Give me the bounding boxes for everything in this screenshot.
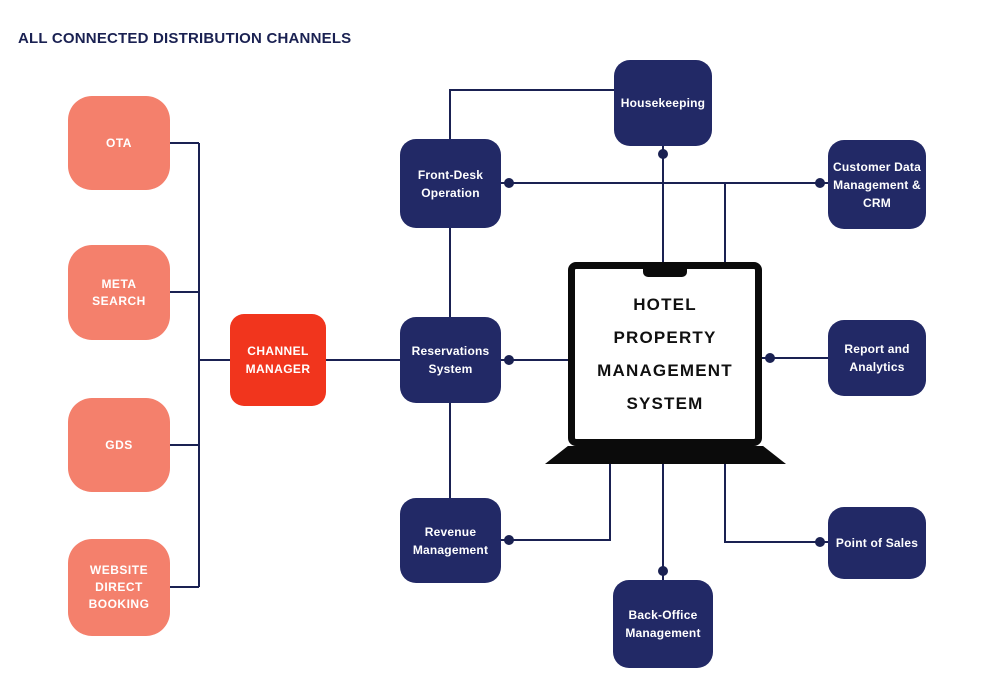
dot-backoffice (658, 566, 668, 576)
junction-dots (504, 149, 825, 576)
node-channel-manager-label: CHANNEL MANAGER (245, 344, 311, 376)
node-meta-search: META SEARCH (68, 245, 170, 340)
dot-reports (765, 353, 775, 363)
dot-revenue (504, 535, 514, 545)
node-report-analytics: Report and Analytics (828, 320, 926, 396)
node-housekeeping: Housekeeping (614, 60, 712, 146)
node-front-desk-operation-label: Front-Desk Operation (417, 167, 484, 200)
page-title: ALL CONNECTED DISTRIBUTION CHANNELS (18, 30, 352, 47)
dot-housekeeping (658, 149, 668, 159)
pms-title-line1: HOTEL (633, 295, 697, 314)
node-point-of-sales-label: Point of Sales (835, 536, 919, 550)
laptop-camera-notch (643, 269, 687, 277)
line-pos-laptop (724, 463, 828, 543)
line-revenue-laptop (501, 463, 611, 541)
node-front-desk-operation: Front-Desk Operation (400, 139, 501, 228)
node-revenue-management-label: Revenue Management (412, 524, 489, 557)
node-customer-data-crm: Customer Data Management & CRM (828, 140, 926, 229)
node-reservations-system-label: Reservations System (411, 344, 490, 376)
node-ota: OTA (68, 96, 170, 190)
node-meta-search-label: META SEARCH (92, 276, 146, 308)
pms-title: HOTEL PROPERTY MANAGEMENT SYSTEM (575, 269, 755, 439)
dot-frontdesk (504, 178, 514, 188)
pms-title-line2: PROPERTY (613, 328, 717, 347)
dot-reservations (504, 355, 514, 365)
node-back-office-management-label: Back-Office Management (625, 608, 701, 640)
line-frontdesk-housekeeping (449, 89, 614, 139)
laptop-base (545, 446, 786, 464)
node-gds: GDS (68, 398, 170, 492)
node-channel-manager: CHANNEL MANAGER (230, 314, 326, 406)
node-gds-label: GDS (105, 437, 133, 452)
laptop-screen: HOTEL PROPERTY MANAGEMENT SYSTEM (568, 262, 762, 446)
connector-paths (170, 89, 828, 588)
dot-customerdata (815, 178, 825, 188)
node-website-direct-booking-label: WEBSITE DIRECT BOOKING (88, 563, 150, 611)
node-housekeeping-label: Housekeeping (620, 96, 706, 110)
node-customer-data-crm-label: Customer Data Management & CRM (833, 159, 921, 210)
node-report-analytics-label: Report and Analytics (844, 342, 910, 374)
node-reservations-system: Reservations System (400, 317, 501, 403)
node-back-office-management: Back-Office Management (613, 580, 713, 668)
dot-pos (815, 537, 825, 547)
node-revenue-management: Revenue Management (400, 498, 501, 583)
node-ota-label: OTA (106, 135, 132, 150)
pms-title-line3: MANAGEMENT (597, 361, 733, 380)
node-website-direct-booking: WEBSITE DIRECT BOOKING (68, 539, 170, 636)
node-point-of-sales: Point of Sales (828, 507, 926, 579)
pms-title-line4: SYSTEM (626, 394, 704, 413)
